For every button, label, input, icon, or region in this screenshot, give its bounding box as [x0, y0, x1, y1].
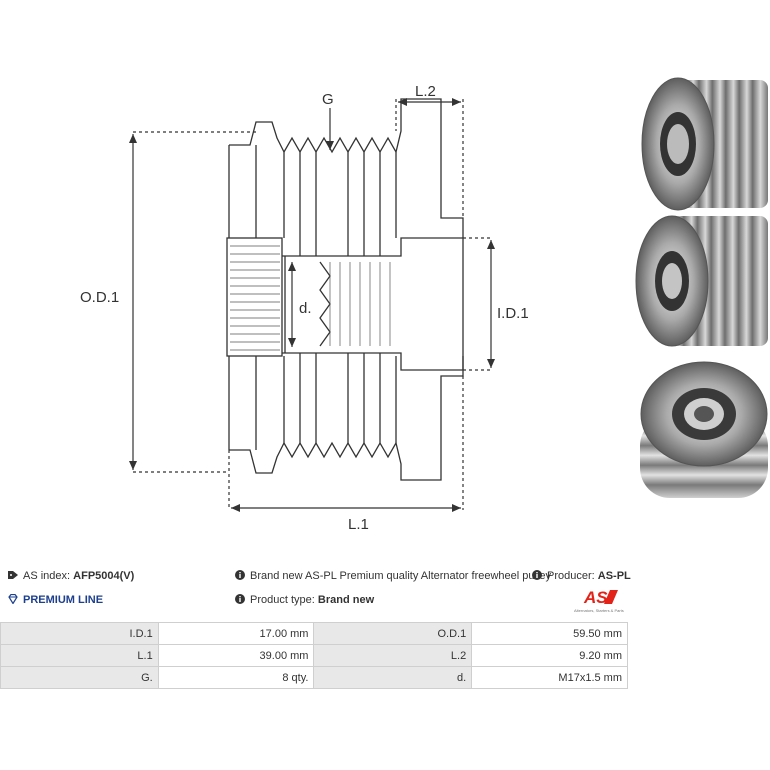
- as-pl-logo: AS Alternators, Starters & Parts: [574, 588, 624, 613]
- product-photo-side: [641, 77, 768, 211]
- spec-label: d.: [313, 666, 473, 689]
- description: Brand new AS-PL Premium quality Alternat…: [235, 570, 551, 582]
- label-id1: I.D.1: [497, 305, 529, 322]
- spec-label: L.2: [313, 644, 473, 667]
- producer-value: AS-PL: [597, 570, 631, 582]
- pulley-technical-drawing: G L.2 O.D.1 I.D.1 d. L.1: [80, 77, 768, 533]
- spec-label: O.D.1: [313, 622, 473, 645]
- tag-icon: [8, 571, 18, 579]
- product-photo-angle: [635, 215, 768, 347]
- spec-value: M17x1.5 mm: [471, 666, 628, 689]
- producer-label: Producer:: [547, 570, 595, 582]
- as-index-label: AS index:: [23, 570, 71, 582]
- table-row: L.1 39.00 mm L.2 9.20 mm: [0, 644, 628, 667]
- product-type: Product type: Brand new: [235, 594, 374, 606]
- spec-label: I.D.1: [0, 622, 159, 645]
- product-type-value: Brand new: [317, 594, 375, 606]
- premium-line-label: PREMIUM LINE: [23, 594, 104, 606]
- table-row: G. 8 qty. d. M17x1.5 mm: [0, 666, 628, 689]
- spec-label: L.1: [0, 644, 159, 667]
- producer: Producer: AS-PL: [532, 570, 631, 582]
- spec-label: G.: [0, 666, 159, 689]
- label-l1: L.1: [348, 516, 369, 533]
- product-type-label: Product type:: [250, 594, 315, 606]
- pulley-section-outline: [226, 98, 464, 481]
- label-l2: L.2: [415, 83, 436, 100]
- table-row: I.D.1 17.00 mm O.D.1 59.50 mm: [0, 622, 628, 645]
- premium-line: PREMIUM LINE: [8, 594, 103, 606]
- spec-table: I.D.1 17.00 mm O.D.1 59.50 mm L.1 39.00 …: [0, 622, 628, 689]
- svg-text:AS: AS: [583, 588, 608, 607]
- svg-text:Alternators, Starters & Parts: Alternators, Starters & Parts: [574, 608, 624, 613]
- info-icon: [235, 594, 245, 604]
- label-d: d.: [299, 300, 312, 317]
- spec-value: 59.50 mm: [471, 622, 628, 645]
- label-g: G: [322, 91, 334, 108]
- dimension-lines: [129, 98, 495, 512]
- diamond-icon: [8, 594, 18, 604]
- spec-value: 9.20 mm: [471, 644, 628, 667]
- info-icon: [235, 570, 245, 580]
- label-od1: O.D.1: [80, 289, 119, 306]
- as-index: AS index: AFP5004(V): [8, 570, 134, 582]
- as-index-value: AFP5004(V): [73, 570, 135, 582]
- spline-hatching: [230, 245, 391, 351]
- product-photo-front: [640, 361, 768, 498]
- spec-value: 17.00 mm: [157, 622, 315, 645]
- spec-value: 39.00 mm: [157, 644, 315, 667]
- description-text: Brand new AS-PL Premium quality Alternat…: [250, 570, 552, 582]
- spec-value: 8 qty.: [157, 666, 315, 689]
- info-icon: [532, 570, 542, 580]
